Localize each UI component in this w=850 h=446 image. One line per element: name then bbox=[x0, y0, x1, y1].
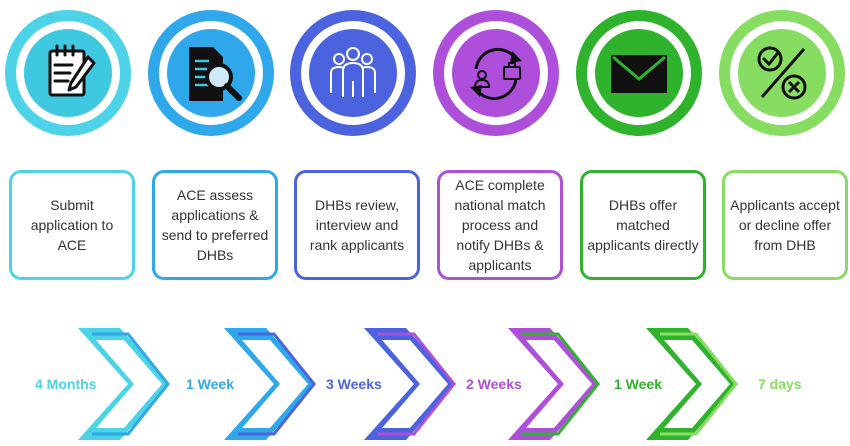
timeline-label-4: 2 Weeks bbox=[466, 376, 522, 392]
timeline-label-1: 4 Months bbox=[35, 376, 97, 392]
step-4-box: ACE complete national match process and … bbox=[437, 170, 563, 280]
step-5-box: DHBs offer matched applicants directly bbox=[580, 170, 706, 280]
step-6-text: Applicants accept or decline offer from … bbox=[730, 197, 840, 253]
chevron-right-icon bbox=[364, 328, 456, 440]
step-1-text: Submit application to ACE bbox=[30, 197, 114, 253]
people-group-icon bbox=[330, 47, 376, 97]
step-6-circle bbox=[719, 10, 845, 136]
chevron-right-icon bbox=[646, 328, 738, 440]
step-2-circle bbox=[148, 10, 274, 136]
accept-decline-icon bbox=[757, 46, 807, 100]
step-3-text: DHBs review, interview and rank applican… bbox=[309, 197, 405, 253]
timeline-chevron-5 bbox=[646, 328, 746, 440]
timeline-label-2: 1 Week bbox=[186, 376, 234, 392]
match-cycle-icon bbox=[470, 48, 522, 100]
step-5-text: DHBs offer matched applicants directly bbox=[587, 197, 699, 253]
step-2-text: ACE assess applications & send to prefer… bbox=[161, 187, 269, 263]
timeline-chevron-4 bbox=[508, 328, 608, 440]
notepad-icon bbox=[48, 44, 96, 97]
timeline-label-6: 7 days bbox=[758, 376, 802, 392]
timeline-chevron-2 bbox=[224, 328, 324, 440]
document-search-icon bbox=[189, 47, 242, 101]
step-6-box: Applicants accept or decline offer from … bbox=[722, 170, 848, 280]
timeline-chevron-3 bbox=[364, 328, 464, 440]
step-4-circle bbox=[433, 10, 559, 136]
step-2-box: ACE assess applications & send to prefer… bbox=[152, 170, 278, 280]
chevron-right-icon bbox=[508, 328, 600, 440]
chevron-right-icon bbox=[78, 328, 170, 440]
step-3-circle bbox=[290, 10, 416, 136]
chevron-right-icon bbox=[224, 328, 316, 440]
step-5-circle bbox=[576, 10, 702, 136]
step-1-circle bbox=[5, 10, 131, 136]
timeline-label-3: 3 Weeks bbox=[326, 376, 382, 392]
envelope-icon bbox=[611, 55, 667, 93]
step-3-box: DHBs review, interview and rank applican… bbox=[294, 170, 420, 280]
step-4-text: ACE complete national match process and … bbox=[454, 177, 546, 273]
timeline-label-5: 1 Week bbox=[614, 376, 662, 392]
timeline-chevron-1 bbox=[78, 328, 178, 440]
step-1-box: Submit application to ACE bbox=[9, 170, 135, 280]
